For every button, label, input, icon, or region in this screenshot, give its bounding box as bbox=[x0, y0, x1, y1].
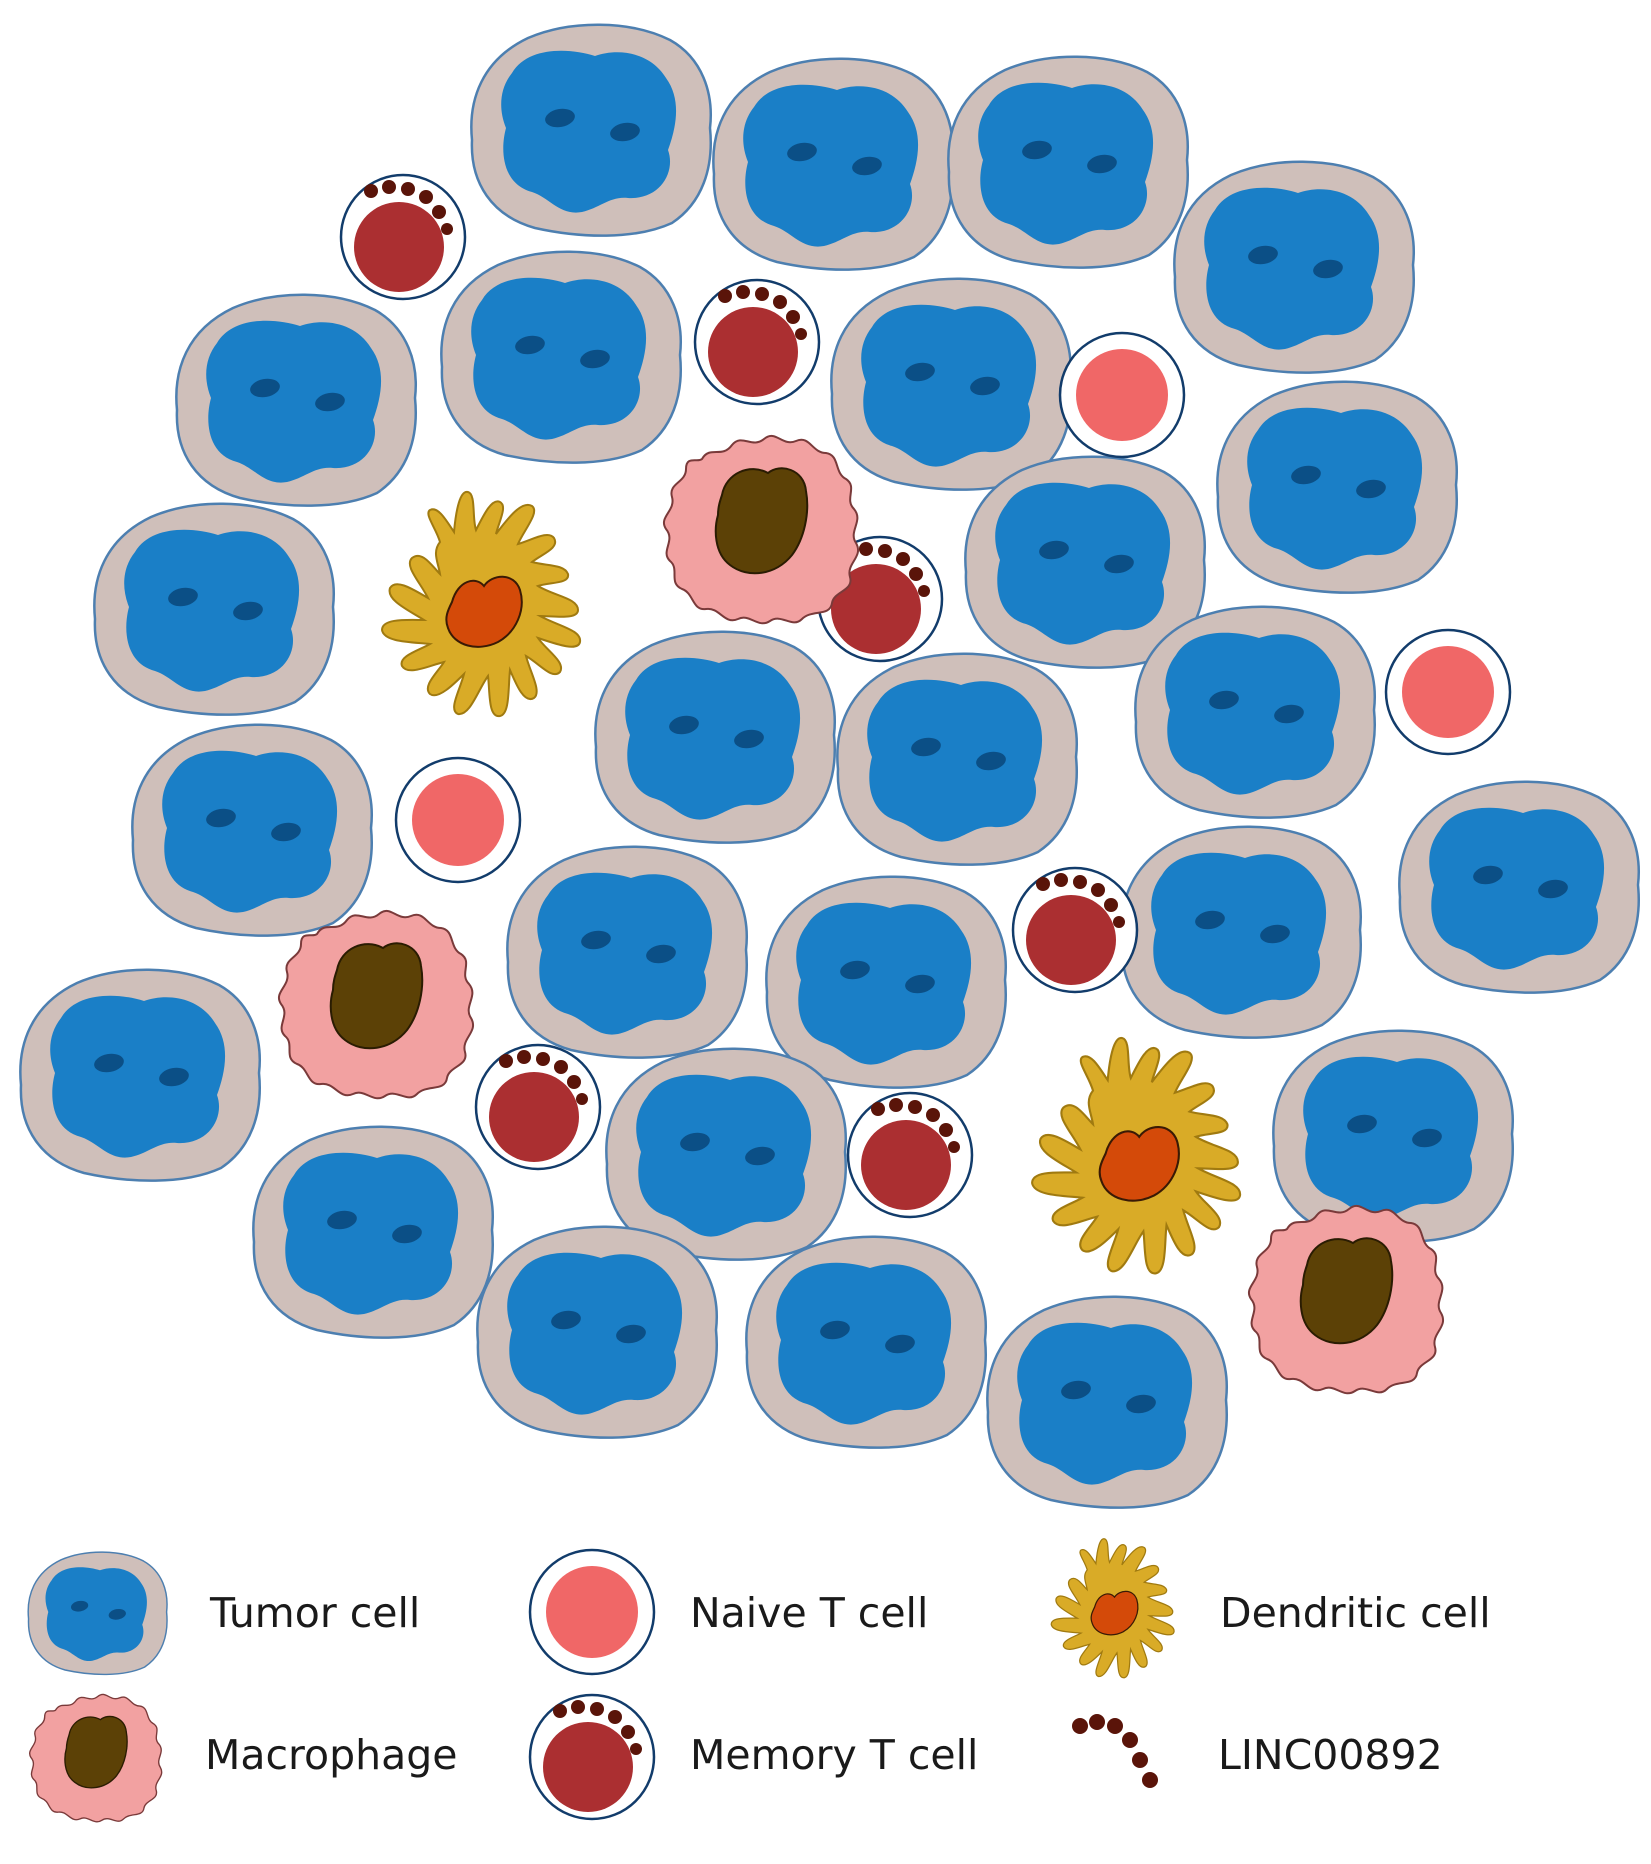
legend-macrophage-label: Macrophage bbox=[205, 1731, 457, 1779]
tumor-cell bbox=[470, 23, 712, 237]
tumor-cell bbox=[712, 57, 954, 271]
tumor-cell bbox=[836, 652, 1078, 866]
dendritic-cell bbox=[1031, 1036, 1242, 1275]
tumor-cell bbox=[1120, 825, 1362, 1039]
tumor-cell bbox=[476, 1225, 718, 1439]
macrophage bbox=[277, 909, 475, 1100]
legend-tumor-cell-label: Tumor cell bbox=[209, 1589, 420, 1637]
tumor-cell bbox=[986, 1295, 1228, 1509]
macrophage bbox=[662, 434, 860, 625]
memory-t-cell bbox=[474, 1043, 602, 1171]
tumor-cell bbox=[252, 1125, 494, 1339]
legend-linc-icon bbox=[1072, 1714, 1158, 1788]
tumor-cell bbox=[1398, 780, 1640, 994]
legend-memory-t-cell-label: Memory T cell bbox=[690, 1731, 978, 1779]
legend-linc-label: LINC00892 bbox=[1218, 1731, 1443, 1779]
memory-t-cell bbox=[846, 1091, 974, 1219]
tumor-cell bbox=[745, 1235, 987, 1449]
tumor-cell bbox=[1272, 1029, 1514, 1243]
memory-t-cell bbox=[1011, 866, 1139, 994]
tumor-cell bbox=[947, 55, 1189, 269]
legend-macrophage-icon bbox=[28, 1693, 163, 1823]
tumor-cell bbox=[506, 845, 748, 1059]
memory-t-cell bbox=[339, 173, 467, 301]
tumor-cell bbox=[440, 250, 682, 464]
tumor-cell bbox=[594, 630, 836, 844]
legend-dendritic-cell-icon bbox=[1050, 1538, 1175, 1679]
tumor-cell bbox=[93, 502, 335, 716]
legend-naive-t-cell-label: Naive T cell bbox=[690, 1589, 928, 1637]
tumor-cell bbox=[1173, 160, 1415, 374]
memory-t-cell bbox=[693, 278, 821, 406]
tumor-cell bbox=[605, 1047, 847, 1261]
legend-dendritic-cell-label: Dendritic cell bbox=[1220, 1589, 1491, 1637]
tumor-cell bbox=[175, 293, 417, 507]
macrophage bbox=[1247, 1204, 1445, 1395]
legend-tumor-cell-icon bbox=[27, 1551, 168, 1676]
tumor-cell bbox=[1134, 605, 1376, 819]
naive-t-cell bbox=[394, 756, 522, 884]
naive-t-cell bbox=[1058, 331, 1186, 459]
tumor-cell bbox=[830, 277, 1072, 491]
legend-memory-t-cell-icon bbox=[528, 1693, 656, 1821]
tumor-cell bbox=[1216, 380, 1458, 594]
dendritic-cell bbox=[381, 490, 582, 718]
legend-naive-t-cell-icon bbox=[528, 1548, 656, 1676]
naive-t-cell bbox=[1384, 628, 1512, 756]
legend: Tumor cell Naive T cell Dendritic cell M… bbox=[27, 1538, 1491, 1823]
tumor-cell bbox=[19, 968, 261, 1182]
tumor-cell bbox=[765, 875, 1007, 1089]
tumor-cell bbox=[131, 723, 373, 937]
